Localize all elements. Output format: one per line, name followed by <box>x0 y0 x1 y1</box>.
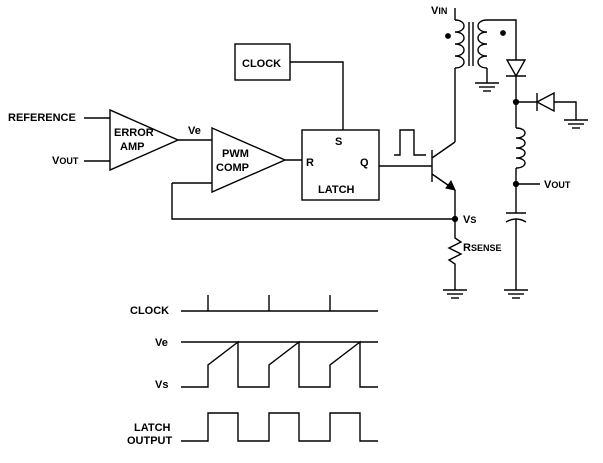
pwm-comparator: PWM COMP <box>211 126 287 194</box>
ground-icon <box>564 119 588 129</box>
vout-output-label: VOUT <box>544 179 571 191</box>
timing-latch-label-1: LATCH <box>134 422 171 434</box>
catch-ground-wire <box>554 101 577 120</box>
rsense-label: RSENSE <box>463 242 501 254</box>
latch-q-label: Q <box>360 157 369 169</box>
current-sense-feedback-wire <box>171 183 455 220</box>
rsense-resistor <box>447 232 463 290</box>
vs-node <box>451 215 459 223</box>
latch-name-label: LATCH <box>318 184 355 196</box>
timing-latch-label-2: OUTPUT <box>127 435 173 447</box>
npn-transistor <box>431 141 456 191</box>
timing-clock-label: CLOCK <box>130 305 169 317</box>
clock-block: CLOCK <box>234 43 291 81</box>
error-amp: ERROR AMP <box>109 108 180 172</box>
reference-label: REFERENCE <box>8 112 76 124</box>
vs-ramp-waveform <box>181 340 378 388</box>
error-amp-label-1: ERROR <box>114 127 154 139</box>
latch-block: S R Q LATCH <box>301 129 380 201</box>
timing-vs-label: Vs <box>155 379 168 391</box>
latch-r-label: R <box>306 157 314 169</box>
ve-label: Ve <box>188 125 201 137</box>
catch-diode-icon <box>535 91 555 113</box>
timing-ve-label: Ve <box>155 337 168 349</box>
transformer <box>445 19 506 69</box>
latch-output-waveform <box>181 412 378 442</box>
vout-input-label: VOUT <box>52 155 79 167</box>
clock-box-label: CLOCK <box>242 58 281 70</box>
vin-label: VIN <box>431 5 447 17</box>
pwm-label-1: PWM <box>222 148 249 160</box>
output-inductor <box>515 127 526 169</box>
latch-s-label: S <box>335 136 342 148</box>
vs-label: VS <box>463 214 476 226</box>
ground-icon <box>475 82 499 92</box>
pulse-symbol <box>394 129 426 156</box>
pwm-label-2: COMP <box>216 162 249 174</box>
secondary-top-wire <box>487 19 517 60</box>
clock-to-latch-wire <box>290 61 344 130</box>
error-amp-label-2: AMP <box>120 141 144 153</box>
rectifier-diode-icon <box>505 59 527 78</box>
ground-icon <box>504 289 528 299</box>
ground-icon <box>443 289 467 299</box>
